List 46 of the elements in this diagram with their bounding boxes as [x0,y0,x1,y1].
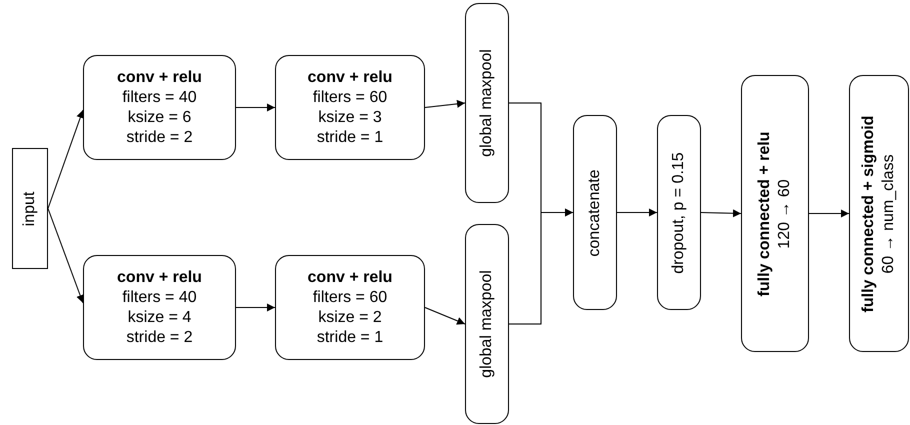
arrow [48,110,84,209]
layer-title: fully connected + relu [755,131,774,296]
layer-parameter: stride = 1 [316,128,384,148]
layer-title: conv + relu [308,68,392,88]
layer-label: concatenate [585,168,604,256]
arrow [808,210,850,218]
conv-layer-box [83,255,236,360]
arrow [616,208,658,216]
arrow [48,208,84,304]
layer-title: fully connected + sigmoid [859,115,878,312]
layer-label: global maxpool [477,49,496,157]
layer-parameter: 60 → num_class [879,154,898,274]
arrow [236,104,276,112]
layer-parameter: stride = 2 [126,328,193,348]
layer-parameter: filters = 40 [122,288,197,308]
layer-parameter: ksize = 6 [128,108,192,128]
dropout-box [657,115,701,310]
layer-title: conv + relu [308,268,392,288]
layer-parameter: filters = 60 [312,88,388,108]
input-box [12,148,48,269]
layer-parameter: ksize = 4 [128,308,192,328]
layer-label: global maxpool [477,270,496,378]
layer-parameter: stride = 1 [316,328,384,348]
conv-layer-box [83,55,236,160]
layer-parameter: 120 → 60 [775,178,794,248]
concatenate-box [573,115,617,310]
arrow [236,304,276,312]
layer-box [849,75,909,352]
layer-box [741,75,809,352]
arrow [508,208,574,324]
layer-parameter: stride = 2 [126,128,193,148]
conv-layer-box [275,55,425,160]
arrow [424,100,466,108]
layer-label: dropout, p = 0.15 [669,152,688,274]
layer-label: input [20,191,39,226]
layer-title: conv + relu [117,268,202,288]
layer-parameter: filters = 60 [312,288,388,308]
layer-parameter: ksize = 3 [318,108,382,128]
arrow [424,307,466,325]
layer-parameter: filters = 40 [122,88,197,108]
arrow [700,209,742,218]
layer-title: conv + relu [117,68,202,88]
layer-parameter: ksize = 2 [318,308,382,328]
layer-box [465,3,509,203]
conv-layer-box [275,255,425,360]
layer-box [465,224,509,424]
